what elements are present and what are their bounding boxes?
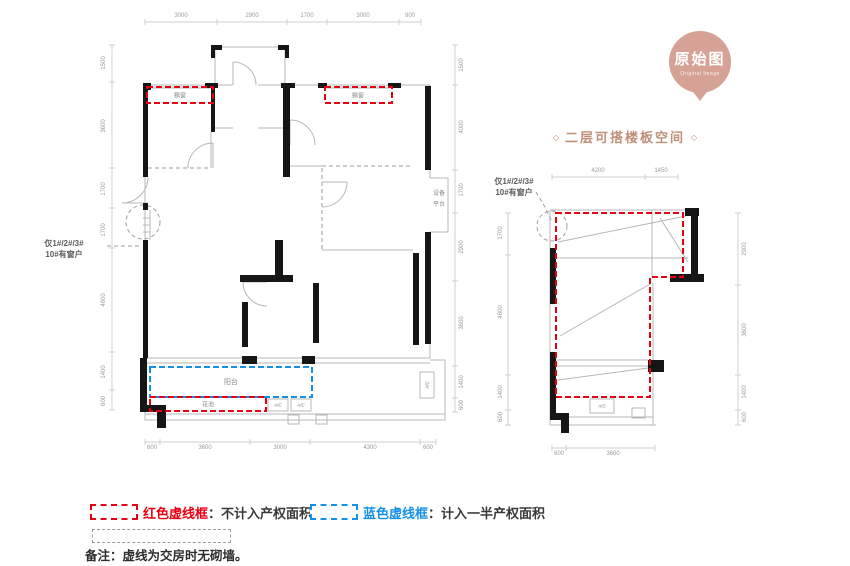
dim-label: 1400 <box>101 365 107 379</box>
dim-label: 3600 <box>459 316 465 330</box>
dim-label: 3600 <box>198 445 212 451</box>
main-dashed-walls <box>107 165 412 250</box>
dim-label: 600 <box>422 445 434 451</box>
main-doors <box>121 61 348 307</box>
ac-unit-label: A/C <box>598 403 606 409</box>
dim-label: 3600 <box>101 119 107 133</box>
dim-label: 600 <box>146 445 158 451</box>
main-solid-walls <box>140 45 431 428</box>
ac-unit-label: A/C <box>424 381 430 389</box>
dim-label: 2900 <box>245 13 259 19</box>
window-availability-note: 仅1#/2#/3# 10#有窗户 <box>44 238 83 260</box>
dimension-lines <box>109 19 741 451</box>
second-thin-walls <box>549 209 690 426</box>
flower-bed-label: 花池 <box>201 402 215 409</box>
dim-label: 1400 <box>742 385 748 399</box>
legend-red-entry: 红色虚线框：不计入产权面积 <box>143 503 312 522</box>
dim-label: 1400 <box>498 385 504 399</box>
dim-label: 3000 <box>356 13 370 19</box>
legend-red-dashed-box <box>90 504 138 520</box>
bay-window-red-boxes <box>146 86 393 104</box>
dim-label: 1400 <box>459 375 465 389</box>
main-floor-plan <box>107 45 449 428</box>
window-note-line1: 仅1#/2#/3# <box>44 239 84 248</box>
dim-label: 900 <box>404 13 416 19</box>
badge-title: 原始图 <box>674 51 726 68</box>
legend-red-desc: ：不计入产权面积 <box>208 506 313 521</box>
equipment-platform-label: 设备 平台 <box>429 189 449 211</box>
bay-window-label: 飘窗 <box>173 93 187 100</box>
legend-blue-desc: ：计入一半产权面积 <box>428 506 546 521</box>
badge-subtitle: Original Image <box>680 71 720 77</box>
second-plan-title-text: 二层可搭楼板空间 <box>564 130 685 145</box>
legend-blue-entry: 蓝色虚线框：计入一半产权面积 <box>363 503 545 522</box>
equipment-platform-line1: 设备 <box>432 191 445 197</box>
legend-gray-dashed-box <box>92 529 231 543</box>
second-plan-title: ◇ 二层可搭楼板空间 ◇ <box>540 127 710 146</box>
dim-label: 4800 <box>101 293 107 307</box>
badge-pointer <box>687 84 713 101</box>
window-note-line1: 仅1#/2#/3# <box>494 177 534 186</box>
bay-window-label: 飘窗 <box>351 93 365 100</box>
window-note-line2: 10#有窗户 <box>495 188 533 197</box>
legend-red-label: 红色虚线框 <box>143 506 209 521</box>
window-availability-note: 仅1#/2#/3# 10#有窗户 <box>494 176 533 198</box>
dim-label: 1700 <box>498 226 504 240</box>
dim-label: 2900 <box>742 242 748 256</box>
dim-label: 4200 <box>591 168 605 174</box>
dim-label: 1450 <box>654 168 668 174</box>
dim-label: 1700 <box>101 182 107 196</box>
dim-label: 3000 <box>174 13 188 19</box>
dim-label: 3000 <box>273 445 287 451</box>
dim-label: 600 <box>459 399 465 411</box>
equipment-platform-line2: 平台 <box>432 202 445 208</box>
dim-label: 1500 <box>101 56 107 70</box>
second-dashed-marks <box>535 191 568 242</box>
legend-blue-label: 蓝色虚线框 <box>363 506 429 521</box>
diamond-icon: ◇ <box>691 133 698 142</box>
second-solid-walls <box>550 208 704 433</box>
dim-label: 1500 <box>459 58 465 72</box>
second-red-box <box>555 212 684 398</box>
dim-label: 600 <box>101 395 107 407</box>
dim-label: 3600 <box>606 451 620 457</box>
dim-label: 1700 <box>300 13 314 19</box>
dim-label: 600 <box>498 411 504 423</box>
remark-note: 备注：虚线为交房时无砌墙。 <box>85 549 248 563</box>
dim-label: 1700 <box>459 183 465 197</box>
diamond-icon: ◇ <box>552 133 559 142</box>
flower-bed-red-box <box>149 396 267 412</box>
dim-label: 4300 <box>363 445 377 451</box>
original-image-badge: 原始图 Original Image <box>669 31 731 93</box>
dim-label: 2900 <box>459 240 465 254</box>
dim-label: 600 <box>742 411 748 423</box>
dim-label: 1700 <box>101 223 107 237</box>
dim-label: 600 <box>553 451 565 457</box>
dim-label: 4000 <box>459 120 465 134</box>
dim-label: 4800 <box>498 305 504 319</box>
ac-unit-label: A/C <box>297 402 305 408</box>
dim-label: 3600 <box>742 323 748 337</box>
legend-blue-dashed-box <box>310 504 358 520</box>
balcony-label: 阳台 <box>224 379 238 386</box>
ac-unit-label: A/C <box>274 402 282 408</box>
window-note-line2: 10#有窗户 <box>45 250 83 259</box>
second-floor-plan <box>535 191 704 433</box>
